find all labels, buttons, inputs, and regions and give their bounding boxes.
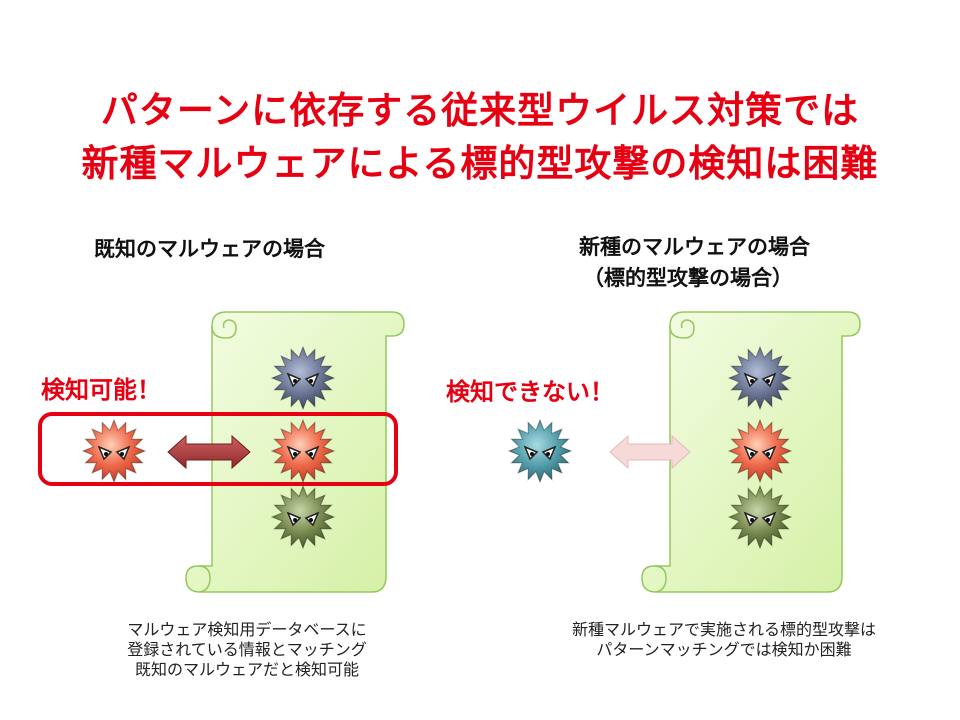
- right-caption-line-2: パターンマッチングでは検知か困難: [596, 640, 852, 659]
- left-heading: 既知のマルウェアの場合: [94, 237, 325, 261]
- right-caption: 新種マルウェアで実施される標的型攻撃は パターンマッチングでは検知か困難: [536, 620, 912, 660]
- malware-icon-known-blue: [270, 345, 336, 411]
- malware-icon-db-red: [727, 418, 793, 484]
- right-heading-line-1: 新種のマルウェアの場合: [579, 235, 810, 259]
- match-highlight-box: [38, 412, 398, 486]
- malware-icon-incoming-red: [81, 418, 147, 484]
- left-detect-status: 検知可能！: [41, 376, 161, 404]
- left-caption-line-3: 既知のマルウェアだと検知可能: [134, 660, 359, 679]
- title-line-1: パターンに依存する従来型ウイルス対策では: [100, 89, 860, 132]
- left-double-arrow-icon: [167, 434, 251, 470]
- left-caption: マルウェア検知用データベースに 登録されている情報とマッチング 既知のマルウェア…: [92, 620, 402, 680]
- malware-layer: [81, 345, 793, 550]
- left-caption-line-2: 登録されている情報とマッチング: [127, 640, 367, 659]
- malware-icon-db-blue: [727, 345, 793, 411]
- right-heading-line-2: （標的型攻撃の場合）: [583, 266, 793, 290]
- malware-icon-known-red: [270, 418, 336, 484]
- malware-icon-unknown-teal: [507, 418, 573, 484]
- malware-icon-db-green: [727, 484, 793, 550]
- right-caption-line-1: 新種マルウェアで実施される標的型攻撃は: [571, 620, 876, 639]
- right-detect-status: 検知できない！: [446, 378, 614, 406]
- title-line-2: 新種マルウェアによる標的型攻撃の検知は困難: [81, 142, 879, 185]
- malware-icon-known-green: [270, 484, 336, 550]
- right-double-arrow-icon: [609, 434, 691, 470]
- left-caption-line-1: マルウェア検知用データベースに: [127, 620, 367, 639]
